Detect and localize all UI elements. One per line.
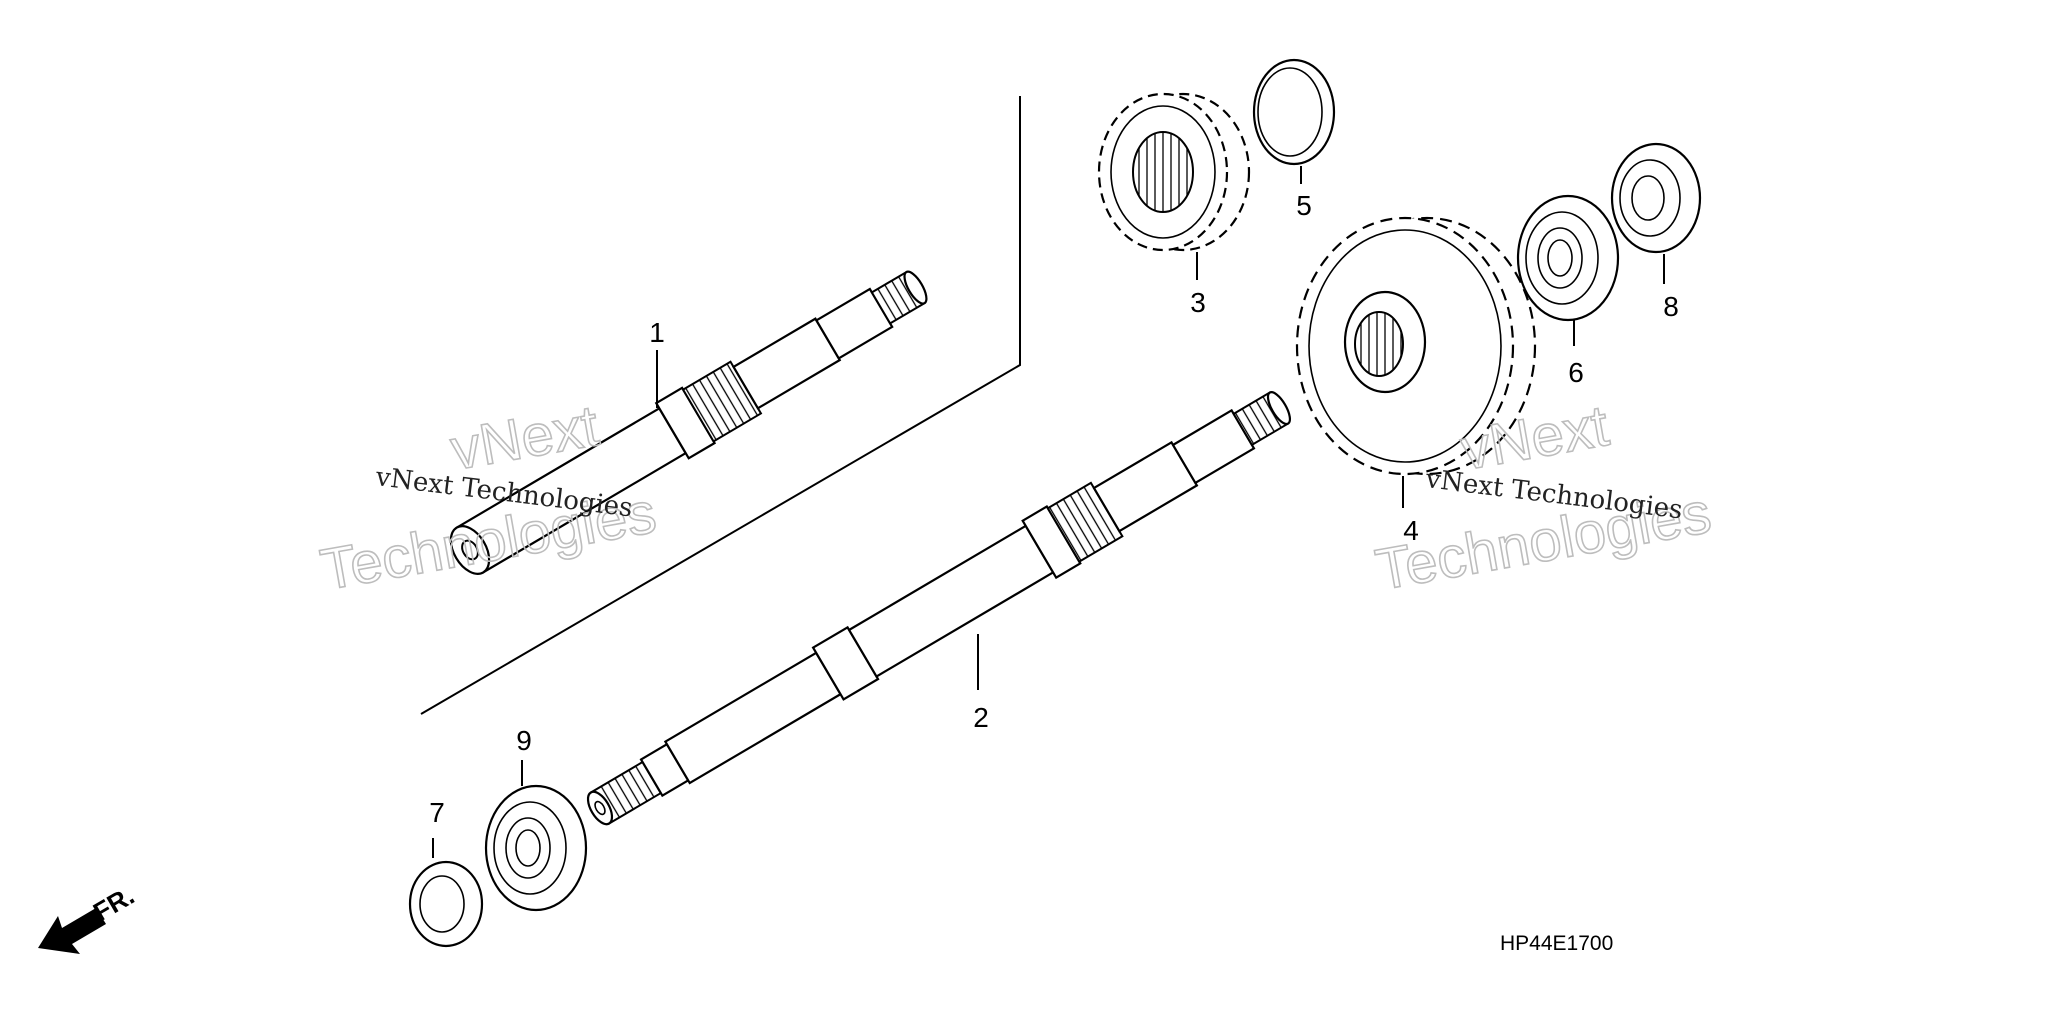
callout-1: 1 (649, 317, 665, 348)
leader-lines (432, 166, 1665, 858)
front-direction-marker: FR. (38, 880, 139, 954)
callout-8: 8 (1663, 291, 1679, 322)
bearing-part-6 (1516, 194, 1620, 322)
shaft-part-1 (449, 270, 928, 575)
arrow-left-icon (38, 908, 106, 954)
bearing-part-8 (1610, 142, 1702, 254)
watermark-left: vNext Technologies vNext Technologies (315, 392, 661, 603)
callout-4: 4 (1403, 515, 1419, 546)
collar-part-7 (408, 860, 484, 948)
callout-9: 9 (516, 725, 532, 756)
group-divider-line (420, 96, 1021, 715)
callout-5: 5 (1296, 190, 1312, 221)
bearing-part-9 (484, 784, 588, 912)
diagram-code: HP44E1700 (1500, 932, 1613, 955)
callout-7: 7 (429, 797, 445, 828)
washer-part-5 (1252, 58, 1336, 166)
gear-part-4 (1295, 216, 1537, 476)
callout-3: 3 (1190, 287, 1206, 318)
callout-6: 6 (1568, 357, 1584, 388)
gear-part-3 (1097, 92, 1251, 252)
callout-2: 2 (973, 702, 989, 733)
shaft-part-2 (586, 391, 1292, 826)
